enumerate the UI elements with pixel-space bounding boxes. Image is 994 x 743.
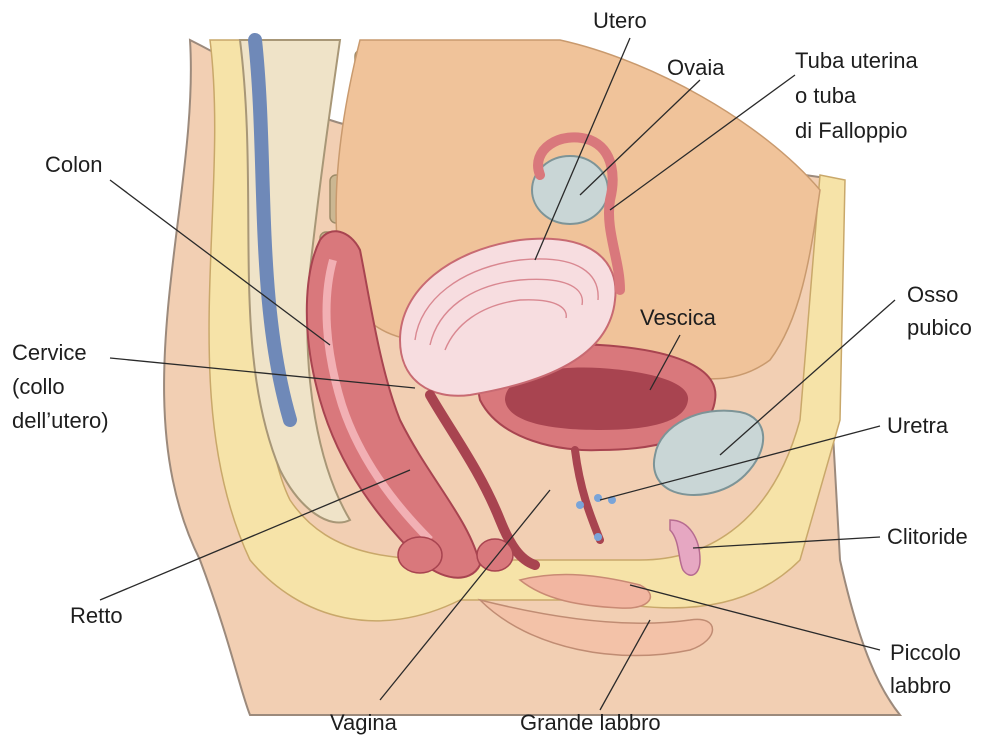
- label-piccolo-line2: labbro: [890, 673, 951, 698]
- label-cervice-line3: dell’utero): [12, 408, 109, 433]
- label-osso-line2: pubico: [907, 315, 972, 340]
- label-cervice-line1: Cervice: [12, 340, 87, 365]
- label-utero: Utero: [593, 8, 647, 33]
- label-tuba-line3: di Falloppio: [795, 118, 908, 143]
- label-colon: Colon: [45, 152, 102, 177]
- label-ovaia: Ovaia: [667, 55, 725, 80]
- label-uretra: Uretra: [887, 413, 949, 438]
- label-vescica: Vescica: [640, 305, 717, 330]
- label-piccolo-line1: Piccolo: [890, 640, 961, 665]
- ovary: [532, 156, 608, 224]
- label-cervice-line2: (collo: [12, 374, 65, 399]
- label-grande: Grande labbro: [520, 710, 661, 735]
- label-retto: Retto: [70, 603, 123, 628]
- label-osso-line1: Osso: [907, 282, 958, 307]
- label-tuba-line1: Tuba uterina: [795, 48, 918, 73]
- label-vagina: Vagina: [330, 710, 398, 735]
- label-tuba-line2: o tuba: [795, 83, 857, 108]
- label-clitoride: Clitoride: [887, 524, 968, 549]
